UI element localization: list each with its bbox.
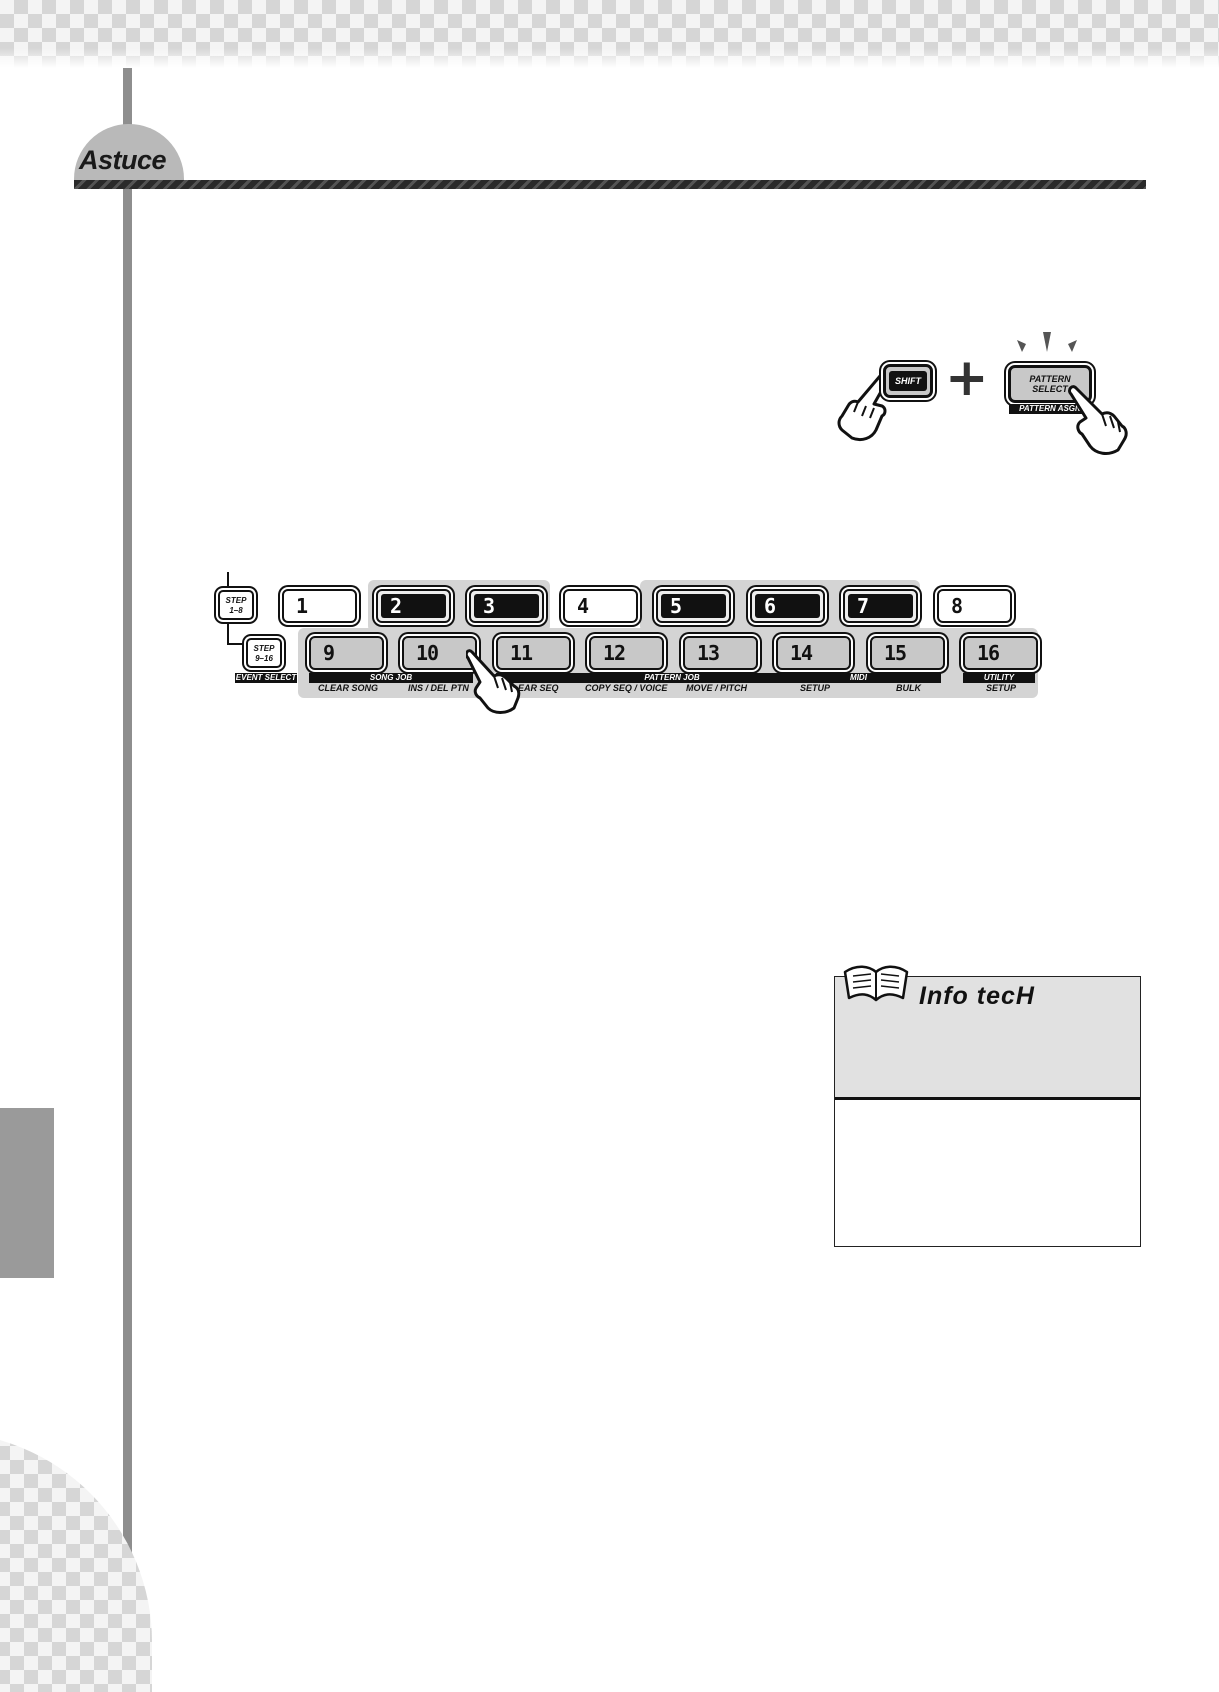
chapter-side-tab [0, 1108, 54, 1278]
setup-midi-label: SETUP [800, 683, 831, 693]
pattern-select-button: PATTERN SELECT [1008, 365, 1092, 403]
light-rays-icon [1017, 332, 1077, 352]
event-select-label: EVENT SELECT [235, 673, 297, 683]
step-keys-panel: STEP 1–8 STEP 9–16 EVENT SELECT 1 2 3 4 … [210, 572, 1040, 714]
step-key-11: 11 [496, 636, 571, 670]
info-tech-header: Info tecH [835, 977, 1140, 1100]
pressing-hand-icon [466, 649, 521, 714]
step-key-1: 1 [282, 589, 357, 623]
pressing-hand-icon [837, 372, 890, 442]
step-key-16: 16 [963, 636, 1038, 670]
step-key-15: 15 [870, 636, 945, 670]
step-key-7: 7 [843, 589, 918, 623]
shift-label: SHIFT [889, 371, 927, 391]
utility-label: UTILITY [963, 673, 1035, 683]
step-key-3: 3 [469, 589, 544, 623]
step-9-16-button: STEP 9–16 [246, 638, 282, 668]
shift-pattern-select-illustration: SHIFT + PATTERN SELECT PATTERN ASGN [836, 330, 1136, 458]
copy-seq-voice-label: COPY SEQ / VOICE [585, 683, 668, 693]
pattern-select-label: PATTERN SELECT [1029, 374, 1071, 394]
step-key-10: 10 [402, 636, 477, 670]
ins-del-ptn-label: INS / DEL PTN [408, 683, 469, 693]
shift-button: SHIFT [883, 364, 933, 398]
info-tech-box: Info tecH [834, 976, 1141, 1247]
setup-utility-label: SETUP [986, 683, 1017, 693]
step-key-13: 13 [683, 636, 758, 670]
song-job-label: SONG JOB [309, 673, 473, 683]
pressing-hand-icon [1068, 385, 1128, 455]
step-key-9: 9 [309, 636, 384, 670]
midi-label: MIDI [776, 673, 941, 683]
open-book-icon [843, 965, 909, 1002]
step-key-6: 6 [750, 589, 825, 623]
plus-symbol: + [945, 348, 989, 408]
step-key-5: 5 [656, 589, 731, 623]
pattern-job-label: PATTERN JOB [496, 673, 848, 683]
step-1-8-button: STEP 1–8 [218, 590, 254, 620]
checkered-header-band [0, 0, 1219, 68]
step-key-4: 4 [563, 589, 638, 623]
step-key-12: 12 [589, 636, 664, 670]
section-title: Astuce [79, 145, 167, 175]
step-key-8: 8 [937, 589, 1012, 623]
step-key-2: 2 [376, 589, 451, 623]
step-key-14: 14 [776, 636, 851, 670]
clear-song-label: CLEAR SONG [318, 683, 379, 693]
pattern-asgn-label: PATTERN ASGN [1009, 404, 1091, 414]
move-pitch-label: MOVE / PITCH [686, 683, 748, 693]
info-tech-title: Info tecH [919, 982, 1035, 1010]
clear-seq-label: EAR SEQ [518, 683, 559, 693]
bulk-label: BULK [896, 683, 921, 693]
page-margin-rule [123, 68, 132, 1588]
section-divider [74, 180, 1146, 189]
